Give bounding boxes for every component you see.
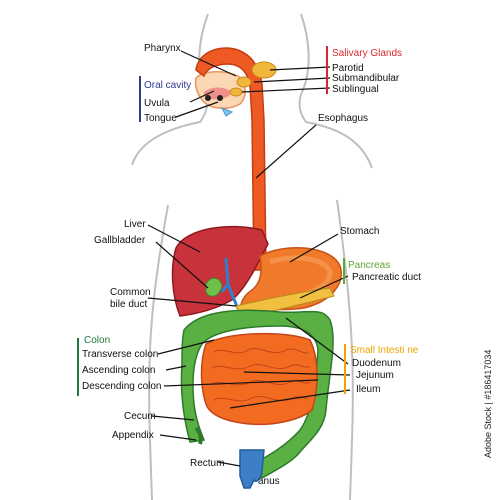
leader-lines (147, 50, 351, 467)
stock-watermark: Adobe Stock | #186417034 (483, 350, 493, 458)
label-tongue: Tongue (144, 113, 177, 124)
label-ascending-colon: Ascending colon (82, 365, 155, 376)
label-parotid: Parotid (332, 63, 364, 74)
body-outline (131, 13, 373, 500)
label-transverse-colon: Transverse colon (82, 349, 158, 360)
label-stomach: Stomach (340, 226, 379, 237)
label-uvula: Uvula (144, 98, 170, 109)
label-duodenum: Duodenum (352, 358, 401, 369)
label-pancreatic-duct: Pancreatic duct (352, 272, 421, 283)
label-gallbladder: Gallbladder (94, 235, 146, 246)
label-common: Common (110, 287, 151, 298)
label-jejunum: Jejunum (356, 370, 394, 381)
group-label-salivary-glands: Salivary Glands (332, 48, 402, 59)
label-anus: anus (258, 476, 280, 487)
label-pharynx: Pharynx (144, 43, 181, 54)
label-submandibular: Submandibular (332, 73, 400, 84)
label-descending-colon: Descending colon (82, 381, 162, 392)
group-label-pancreas: Pancreas (348, 260, 390, 271)
group-label-small-intestine: Small Intesti ne (350, 345, 419, 356)
label-rectum: Rectum (190, 458, 224, 469)
watermark-text: Adobe Stock | #186417034 (483, 350, 493, 458)
group-label-oral-cavity: Oral cavity (144, 80, 191, 91)
salivary-gland-shapes (229, 61, 277, 97)
rectum-shape (239, 449, 265, 489)
label-appendix: Appendix (112, 430, 154, 441)
group-label-colon: Colon (84, 335, 110, 346)
label-esophagus: Esophagus (318, 113, 368, 124)
gallbladder-shape (205, 277, 223, 297)
label-liver: Liver (124, 219, 146, 230)
oral-cavity-shape (194, 71, 246, 117)
small-intestine-shape (200, 332, 318, 426)
label-sublingual: Sublingual (332, 84, 379, 95)
label-bile-duct: bile duct (110, 299, 147, 310)
appendix-shape (194, 426, 203, 445)
label-cecum: Cecum (124, 411, 156, 422)
group-brackets (77, 46, 346, 396)
label-ileum: Ileum (356, 384, 380, 395)
